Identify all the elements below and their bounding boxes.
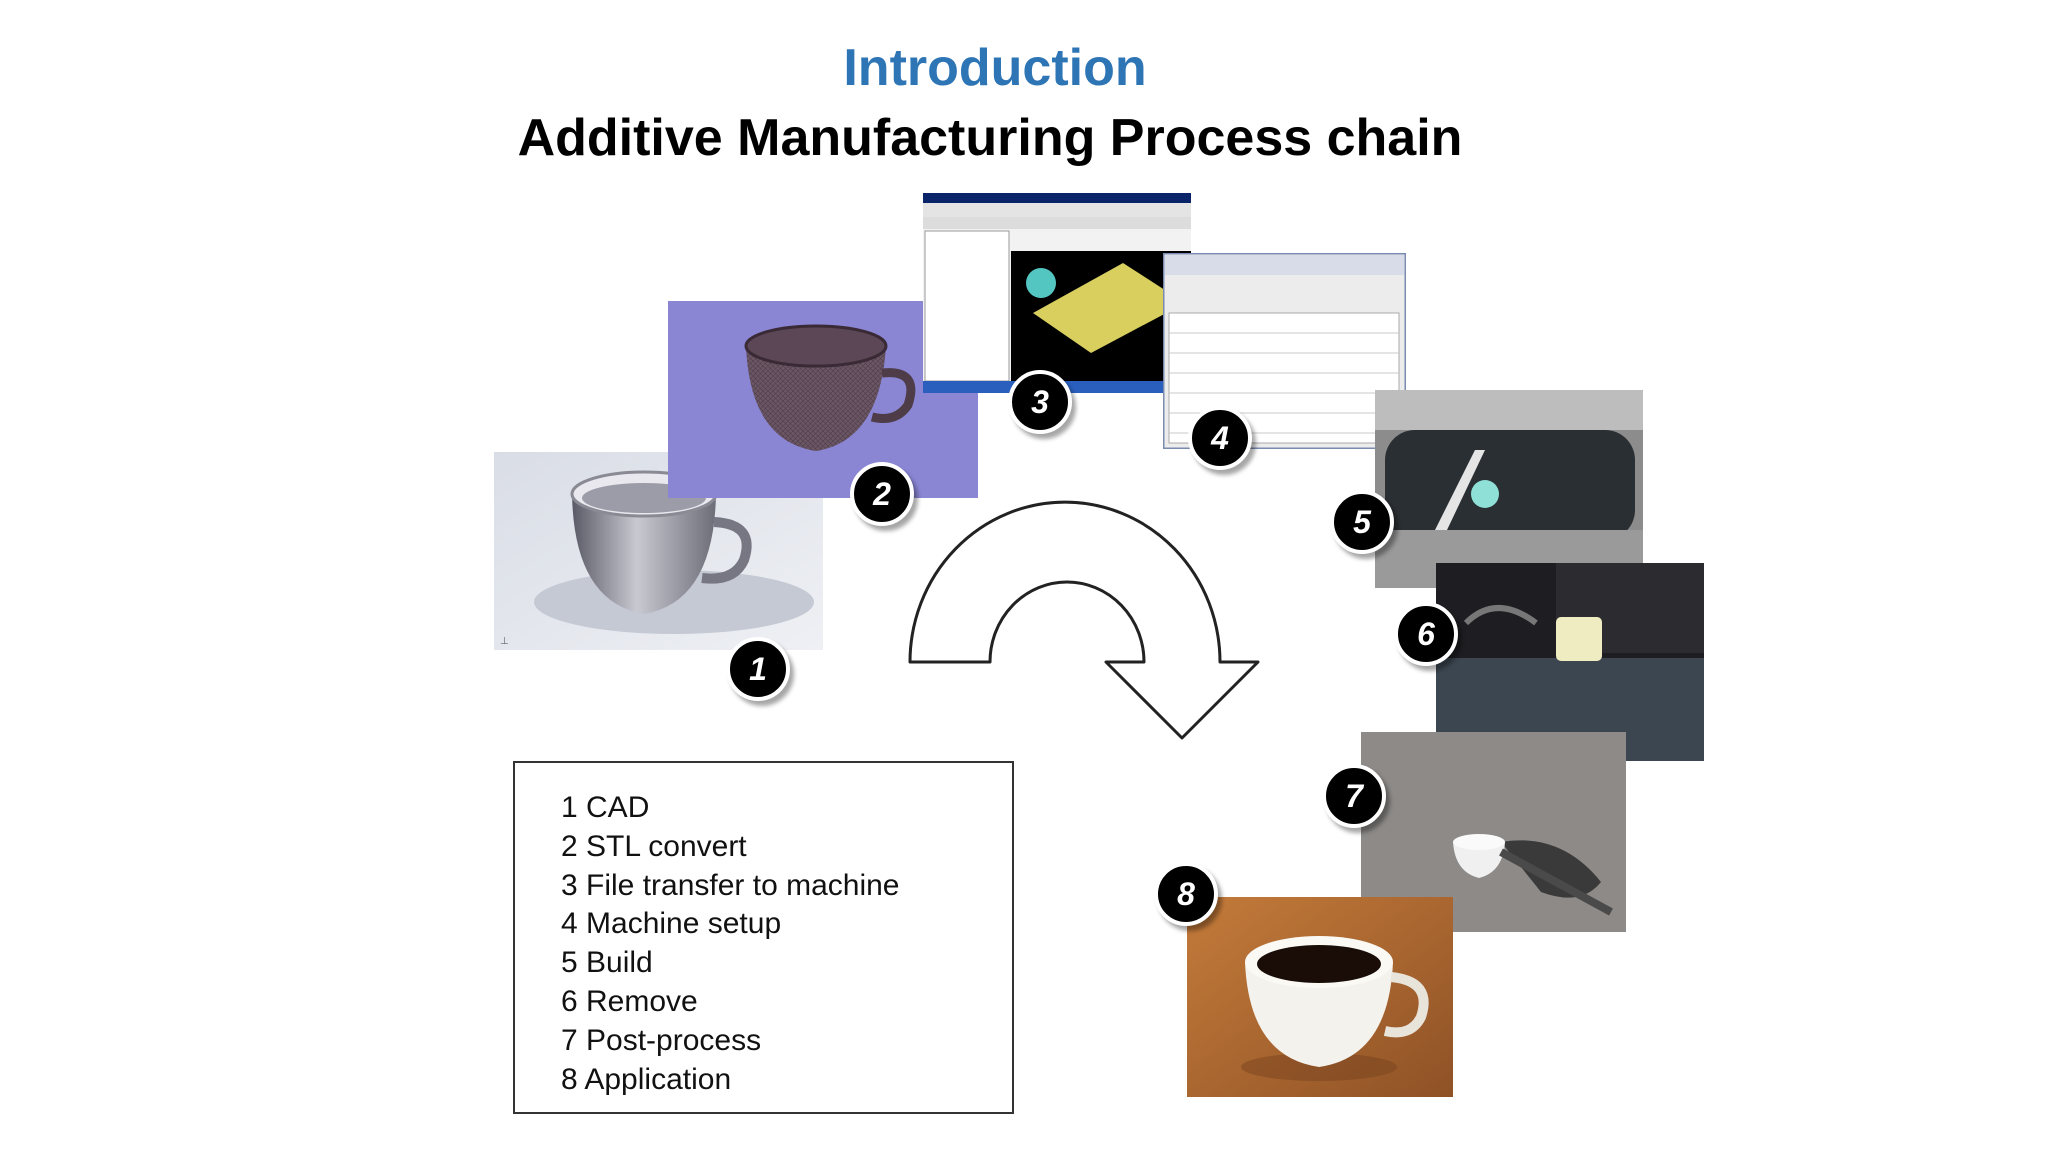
post-process-photo: [1361, 732, 1626, 932]
slide-title: Introduction: [843, 39, 1147, 97]
build-photo: [1375, 390, 1643, 588]
legend-item: 7 Post-process: [561, 1023, 762, 1057]
legend-item: 2 STL convert: [561, 829, 747, 863]
step-badge-2: 2: [850, 462, 914, 526]
legend-item: 4 Machine setup: [561, 907, 782, 941]
step-badge-8: 8: [1154, 862, 1218, 926]
slide-subtitle: Additive Manufacturing Process chain: [517, 109, 1463, 167]
stl-mesh-image: [668, 301, 978, 498]
remove-part-photo: [1436, 563, 1704, 761]
step-badge-1: 1: [726, 637, 790, 701]
legend-item: 6 Remove: [561, 984, 698, 1018]
step-badge-7: 7: [1322, 764, 1386, 828]
svg-text:⊥: ⊥: [500, 636, 509, 647]
legend-item: 5 Build: [561, 946, 653, 980]
legend-item: 3 File transfer to machine: [561, 868, 900, 902]
step-badge-3: 3: [1008, 370, 1072, 434]
application-coffee-photo: [1187, 897, 1453, 1097]
step-badge-5: 5: [1330, 490, 1394, 554]
step-badge-6: 6: [1394, 602, 1458, 666]
process-steps-legend: 1 CAD 2 STL convert 3 File transfer to m…: [513, 761, 1014, 1114]
file-transfer-screenshot: [923, 193, 1191, 393]
legend-item: 1 CAD: [561, 791, 650, 824]
step-badge-4: 4: [1188, 406, 1252, 470]
legend-item: 8 Application: [561, 1062, 732, 1096]
